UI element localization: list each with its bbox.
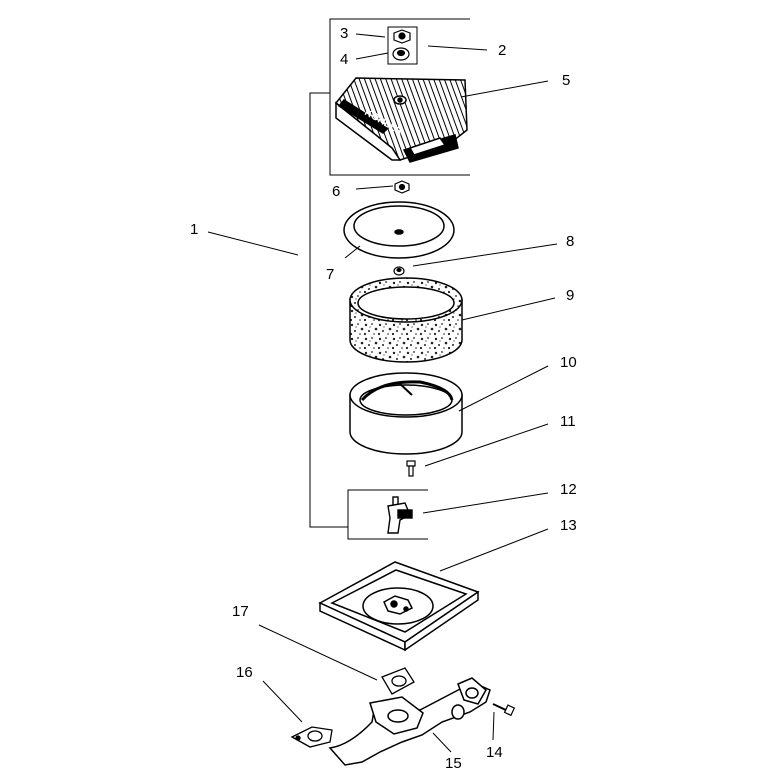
callout-16: 16 xyxy=(236,664,253,681)
callout-17: 17 xyxy=(232,603,249,620)
callout-10: 10 xyxy=(560,354,577,371)
screw-part-11 xyxy=(406,460,416,477)
small-nut-part xyxy=(393,266,405,276)
wing-nut-part xyxy=(393,29,411,44)
callout-3: 3 xyxy=(340,25,348,42)
callout-6: 6 xyxy=(332,183,340,200)
base-plate-part xyxy=(318,561,480,652)
callout-5: 5 xyxy=(562,72,570,89)
cover-plate-part xyxy=(343,201,455,259)
leader-lines xyxy=(207,33,558,753)
precleaner-part xyxy=(349,277,463,363)
assembly-bracket-lines xyxy=(309,18,470,540)
gasket-part-16 xyxy=(290,726,333,748)
gasket-part-17 xyxy=(381,667,415,695)
callout-11: 11 xyxy=(560,413,576,430)
callout-14: 14 xyxy=(486,744,503,761)
bolt-part-14 xyxy=(492,703,516,717)
callout-8: 8 xyxy=(566,233,574,250)
elbow-intake-part xyxy=(328,677,491,766)
air-cleaner-element-part xyxy=(349,372,463,455)
bracket-stud-part xyxy=(387,496,413,534)
callout-7: 7 xyxy=(326,266,334,283)
callout-13: 13 xyxy=(560,517,577,534)
nut-part-6 xyxy=(394,180,410,194)
callout-15: 15 xyxy=(445,755,462,772)
callout-4: 4 xyxy=(340,51,348,68)
seal-washer-part xyxy=(392,47,410,61)
callout-2: 2 xyxy=(498,42,506,59)
air-cleaner-cover-part xyxy=(334,77,468,163)
callout-12: 12 xyxy=(560,481,577,498)
callout-1: 1 xyxy=(190,221,198,238)
callout-9: 9 xyxy=(566,287,574,304)
callout-labels: 1 2 3 4 5 6 7 8 9 10 11 12 13 14 15 16 1… xyxy=(190,25,577,772)
